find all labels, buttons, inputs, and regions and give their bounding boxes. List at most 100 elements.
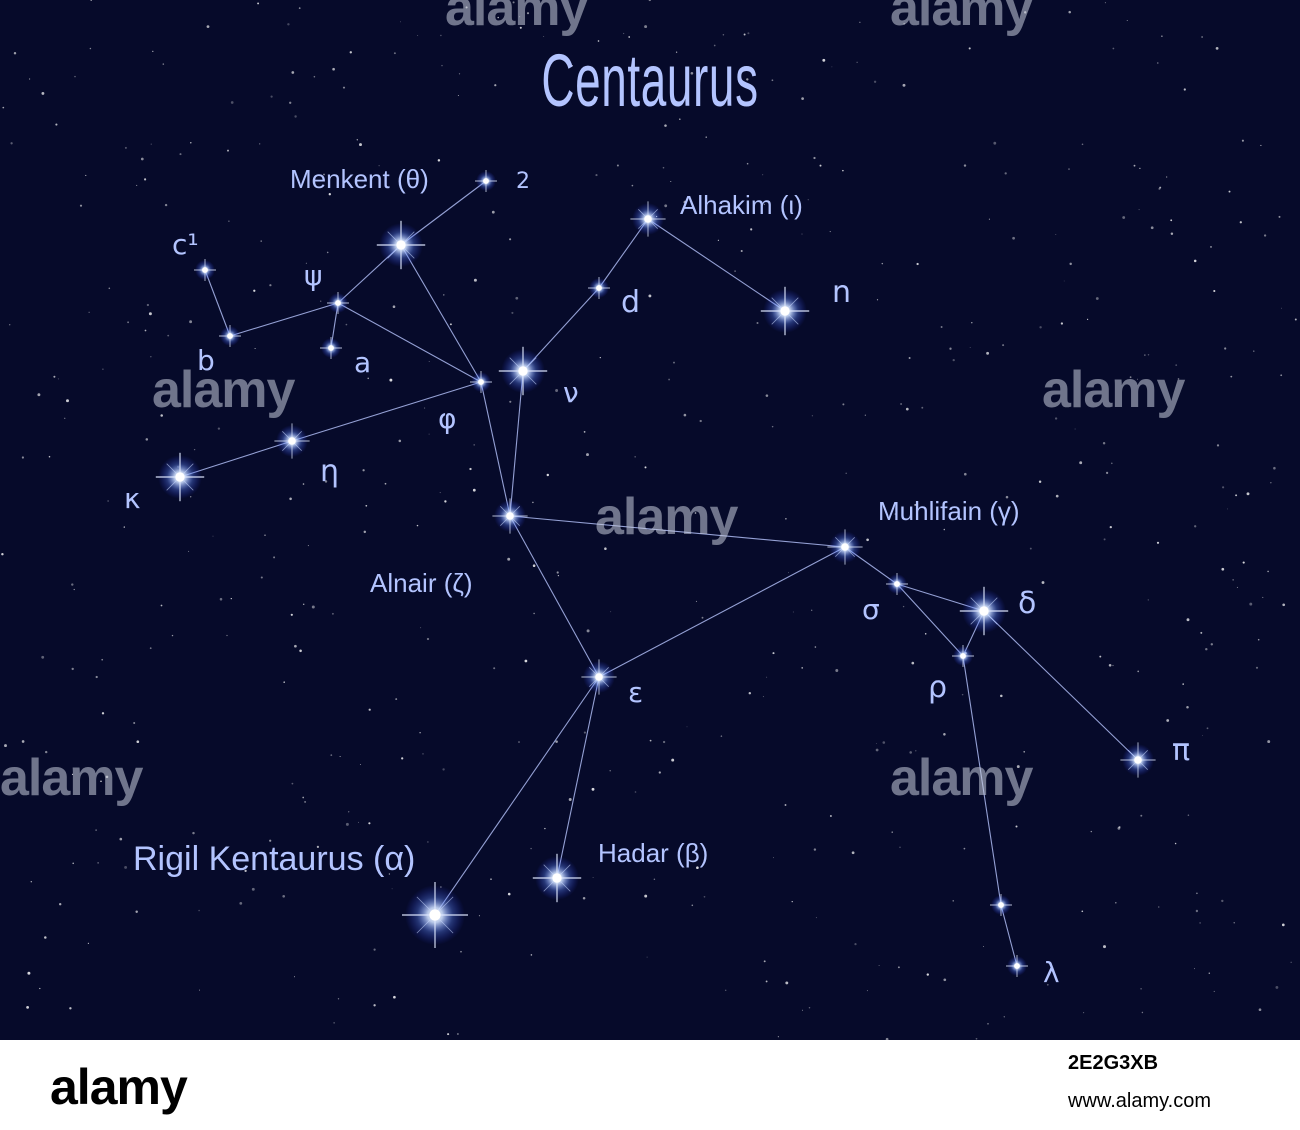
background-star bbox=[746, 162, 749, 165]
background-star bbox=[899, 846, 901, 849]
background-star bbox=[1, 552, 4, 556]
background-star bbox=[773, 857, 775, 859]
background-star bbox=[289, 101, 292, 104]
star-eta bbox=[274, 423, 310, 459]
label-a: a bbox=[354, 346, 371, 379]
background-star bbox=[1246, 492, 1250, 496]
background-star bbox=[251, 887, 255, 891]
background-star bbox=[291, 71, 295, 74]
background-star bbox=[882, 741, 886, 744]
background-star bbox=[162, 63, 165, 65]
background-star bbox=[57, 378, 59, 380]
background-star bbox=[926, 973, 929, 976]
background-star bbox=[264, 869, 266, 871]
background-star bbox=[217, 427, 221, 430]
background-star bbox=[1282, 603, 1286, 607]
background-star bbox=[105, 775, 109, 779]
background-star bbox=[428, 361, 430, 362]
background-star bbox=[89, 47, 92, 50]
background-star bbox=[1177, 378, 1180, 380]
background-star bbox=[829, 815, 832, 817]
background-star bbox=[254, 347, 256, 350]
background-star bbox=[649, 739, 652, 742]
background-star bbox=[226, 634, 228, 637]
background-star bbox=[368, 822, 371, 825]
star-d bbox=[588, 277, 610, 299]
background-star bbox=[133, 721, 136, 725]
star-b bbox=[219, 325, 241, 347]
background-star bbox=[705, 136, 707, 138]
background-star bbox=[253, 289, 256, 292]
watermark: alamy bbox=[595, 488, 738, 546]
background-star bbox=[851, 851, 855, 855]
constellation-line-theta-phi bbox=[400, 244, 482, 383]
background-star bbox=[71, 667, 74, 671]
background-star bbox=[1215, 47, 1219, 50]
background-star bbox=[135, 910, 138, 914]
background-star bbox=[662, 740, 666, 744]
background-star bbox=[897, 966, 900, 969]
background-star bbox=[362, 469, 365, 472]
background-star bbox=[1236, 586, 1238, 588]
background-star bbox=[101, 712, 105, 715]
background-stars bbox=[1, 0, 1297, 1040]
background-star bbox=[807, 199, 809, 201]
background-star bbox=[136, 740, 140, 744]
background-star bbox=[1183, 88, 1186, 91]
background-star bbox=[193, 448, 196, 451]
background-star bbox=[648, 0, 651, 2]
background-star bbox=[891, 831, 893, 833]
background-star bbox=[171, 634, 174, 637]
background-star bbox=[664, 204, 668, 208]
background-star bbox=[260, 240, 262, 242]
background-star bbox=[952, 358, 955, 362]
watermark: alamy bbox=[152, 361, 295, 419]
background-star bbox=[1278, 215, 1281, 218]
background-star bbox=[1242, 561, 1245, 564]
star-two bbox=[475, 170, 497, 192]
background-star bbox=[604, 547, 607, 550]
background-star bbox=[1122, 216, 1126, 219]
background-star bbox=[270, 95, 273, 98]
background-star bbox=[653, 878, 656, 881]
background-star bbox=[107, 500, 109, 502]
background-star bbox=[1138, 209, 1140, 211]
background-star bbox=[1267, 570, 1269, 573]
background-star bbox=[519, 16, 521, 18]
background-star bbox=[801, 233, 803, 235]
label-c1: c¹ bbox=[172, 228, 199, 261]
background-star bbox=[1147, 354, 1150, 356]
background-star bbox=[878, 965, 880, 966]
label-alpha: Rigil Kentaurus (α) bbox=[133, 840, 415, 878]
footer-brand: alamy bbox=[50, 1059, 188, 1115]
page-title: Centaurus bbox=[541, 39, 759, 122]
background-star bbox=[206, 25, 210, 28]
background-star bbox=[392, 305, 396, 309]
background-star bbox=[766, 676, 768, 678]
background-star bbox=[591, 787, 595, 791]
background-star bbox=[26, 1006, 29, 1009]
background-star bbox=[943, 978, 947, 982]
background-star bbox=[696, 866, 699, 870]
background-star bbox=[1041, 581, 1045, 584]
background-star bbox=[457, 94, 459, 97]
background-star bbox=[993, 141, 997, 145]
background-star bbox=[472, 488, 476, 492]
background-star bbox=[108, 287, 111, 290]
background-star bbox=[1253, 350, 1255, 352]
background-star bbox=[909, 751, 912, 754]
background-star bbox=[785, 981, 789, 985]
background-star bbox=[219, 597, 223, 601]
background-star bbox=[427, 841, 429, 843]
background-star bbox=[1079, 461, 1083, 465]
background-star bbox=[903, 22, 906, 25]
label-kappa: κ bbox=[124, 482, 141, 515]
background-star bbox=[1068, 168, 1070, 171]
background-star bbox=[90, 0, 92, 1]
background-star bbox=[963, 472, 967, 476]
star-delta bbox=[959, 586, 1009, 636]
background-star bbox=[616, 164, 619, 167]
star-epsilon bbox=[581, 659, 617, 695]
background-star bbox=[363, 530, 367, 534]
background-star bbox=[1083, 1012, 1085, 1014]
